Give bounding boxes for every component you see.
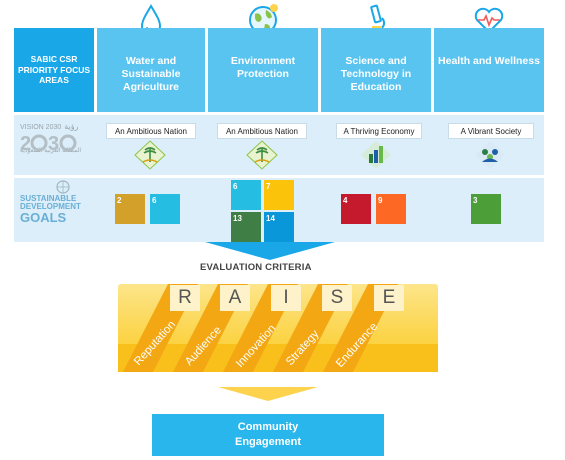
un-emblem-icon [56, 180, 70, 194]
focus-areas-label: SABIC CSR PRIORITY FOCUS AREAS [14, 28, 94, 112]
vision-theme-box: A Vibrant Society [448, 123, 534, 139]
community-line-2: Engagement [234, 436, 301, 448]
vision-2030-logo-mark: 2 3 [20, 133, 77, 155]
criteria-letter-r: R [170, 285, 200, 311]
column-health-wellness: Health and Wellness [434, 28, 544, 112]
svg-text:2: 2 [20, 133, 31, 155]
sdg-goal-6-tile: 6 [150, 194, 180, 224]
community-line-1: Community [237, 421, 299, 434]
sdg-goal-9-tile: 9 [376, 194, 406, 224]
criteria-letter-e: E [374, 285, 404, 311]
column-science-education: Science and Technology in Education [321, 28, 431, 112]
palm-swords-icon [246, 140, 278, 170]
sdg-goal-2-tile: 2 [115, 194, 145, 224]
vision-theme-box: A Thriving Economy [336, 123, 422, 139]
criteria-letter-i: I [271, 285, 301, 311]
column-title: Science and Technology in Education [340, 55, 412, 94]
column-water-agriculture: Water and Sustainable Agriculture [97, 28, 205, 112]
column-title: Environment Protection [230, 55, 296, 81]
arrow-down-blue [205, 242, 335, 260]
sdg-logo: SUSTAINABLE DEVELOPMENT GOALS [20, 194, 81, 225]
community-engagement-box: Community Engagement [152, 414, 384, 456]
criteria-letter-a: A [220, 285, 250, 311]
vibrant-society-icon [475, 141, 505, 169]
sdg-goal-6-tile: 6 [231, 180, 261, 210]
arrow-down-yellow [218, 387, 318, 401]
sdg-goal-3-tile: 3 [471, 194, 501, 224]
vision-logo-word: VISION 2030 [20, 124, 62, 131]
palm-swords-icon [134, 140, 166, 170]
evaluation-criteria-title: EVALUATION CRITERIA [200, 262, 312, 273]
vision-theme-box: An Ambitious Nation [106, 123, 196, 139]
sdg-goal-4-tile: 4 [341, 194, 371, 224]
sdg-goal-14-tile: 14 [264, 212, 294, 242]
column-environment: Environment Protection [208, 28, 318, 112]
sdg-goal-7-tile: 7 [264, 180, 294, 210]
svg-text:3: 3 [48, 133, 59, 155]
sdg-goal-13-tile: 13 [231, 212, 261, 242]
column-title: Water and Sustainable Agriculture [121, 55, 181, 94]
criteria-letter-s: S [322, 285, 352, 311]
vision-2030-logo: VISION 2030 رؤية المملكة العربية السعودي… [20, 122, 82, 154]
column-title: Health and Wellness [438, 55, 540, 67]
heart-pulse-icon [434, 0, 544, 42]
thriving-economy-icon [361, 141, 391, 169]
vision-theme-box: An Ambitious Nation [217, 123, 307, 139]
